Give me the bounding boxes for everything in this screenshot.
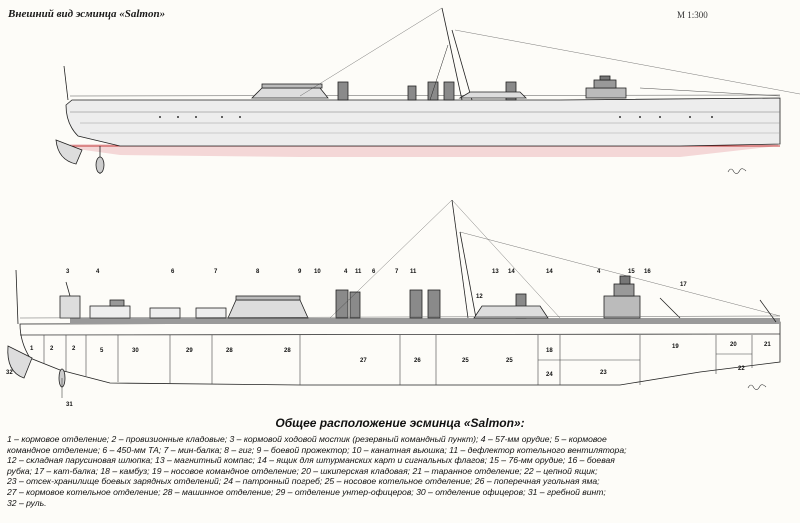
callout-label: 4 [96,269,100,275]
gig-arrangement [227,299,309,319]
legend-line: командное отделение; 6 – 450-мм ТА; 7 – … [7,444,627,455]
rudder-exterior [55,139,83,165]
legend-line: 12 – складная парусиновая шлюпка; 13 – м… [7,455,615,466]
arrangement-profile [7,199,781,398]
legend-line: 27 – кормовое котельное отделение; 28 – … [7,486,606,497]
compartment-label: 28 [226,348,233,354]
callout-label: 11 [410,269,417,275]
callout-label: 8 [256,269,260,275]
funnel-arr-3 [409,289,423,319]
underwater-hull [70,144,778,157]
hull-exterior [65,97,781,147]
compartment-label: 5 [100,348,104,354]
callout-label: 16 [644,269,651,275]
callout-label: 10 [314,269,321,275]
exterior-title: Внешний вид эсминца «Salmon» [8,8,166,20]
ship-drawing: 3 4 6 7 8 9 10 4 11 6 7 11 12 13 14 14 4… [6,7,800,408]
legend-line: 1 – кормовое отделение; 2 – провизионные… [7,434,607,444]
callout-label: 3 [66,269,70,275]
compartment-label: 2 [72,346,76,352]
compartment-label: 18 [546,348,553,354]
legend-line: 32 – руль. [7,497,47,508]
funnel-ext-2 [407,85,417,101]
legend-line: рубка; 17 – кат-балка; 18 – камбуз; 19 –… [7,465,598,476]
signature-mark [727,168,747,174]
layout-title: Общее расположение эсминца «Salmon»: [275,416,525,430]
callout-labels: 3 4 6 7 8 9 10 4 11 6 7 11 12 13 14 14 4… [66,269,687,300]
callout-label: 12 [476,294,483,300]
callout-label: 4 [597,269,601,275]
compartment-label: 22 [738,366,745,372]
compartment-label: 29 [186,348,193,354]
compartment-label: 26 [414,358,421,364]
funnel-arr-1 [335,289,349,319]
scale-label: М 1:300 [677,10,708,20]
callout-label: 17 [680,282,687,288]
callout-label: 9 [298,269,302,275]
propeller-exterior [95,156,105,174]
funnel-arr-4 [427,289,441,319]
compartment-labels: 32 1 2 2 5 30 29 28 28 27 26 25 25 18 24… [6,342,771,408]
rudder-arrangement [7,345,33,379]
compartment-label: 24 [546,372,553,378]
exterior-profile [55,7,800,174]
bridge-exterior [585,87,627,99]
funnel-ext-5 [505,81,517,101]
bridge-arrangement [603,295,641,319]
legend-line: 23 – отсек-хранилище боевых зарядных отд… [7,476,600,487]
compartment-label: 30 [132,348,139,354]
funnel-ext-4 [443,81,455,101]
funnel-ext-1 [337,81,349,101]
boat-exterior-1 [251,87,329,99]
callout-label: 7 [395,269,399,275]
upper-deck-shade [70,318,780,324]
callout-label: 14 [546,269,553,275]
callout-label: 14 [508,269,515,275]
compartment-label: 32 [6,370,13,376]
compartment-label: 25 [462,358,469,364]
compartment-label: 27 [360,358,367,364]
callout-label: 6 [171,269,175,275]
foremast-exterior [441,7,463,101]
callout-label: 11 [355,269,362,275]
callout-label: 4 [344,269,348,275]
legend: 1 – кормовое отделение; 2 – провизионные… [7,434,793,508]
callout-label: 15 [628,269,635,275]
compartment-label: 1 [30,346,34,352]
compartment-label: 20 [730,342,737,348]
callout-label: 6 [372,269,376,275]
compartment-label: 25 [506,358,513,364]
compartment-label: 28 [284,348,291,354]
foremast-arrangement [451,199,469,319]
compartment-label: 21 [764,342,771,348]
funnel-arr-2 [349,291,361,319]
signature-mark [747,384,767,390]
callout-label: 13 [492,269,499,275]
callout-label: 7 [214,269,218,275]
compartment-label: 23 [600,370,607,376]
compartment-label: 19 [672,344,679,350]
compartment-label: 2 [50,346,54,352]
compartment-label: 31 [66,402,73,408]
